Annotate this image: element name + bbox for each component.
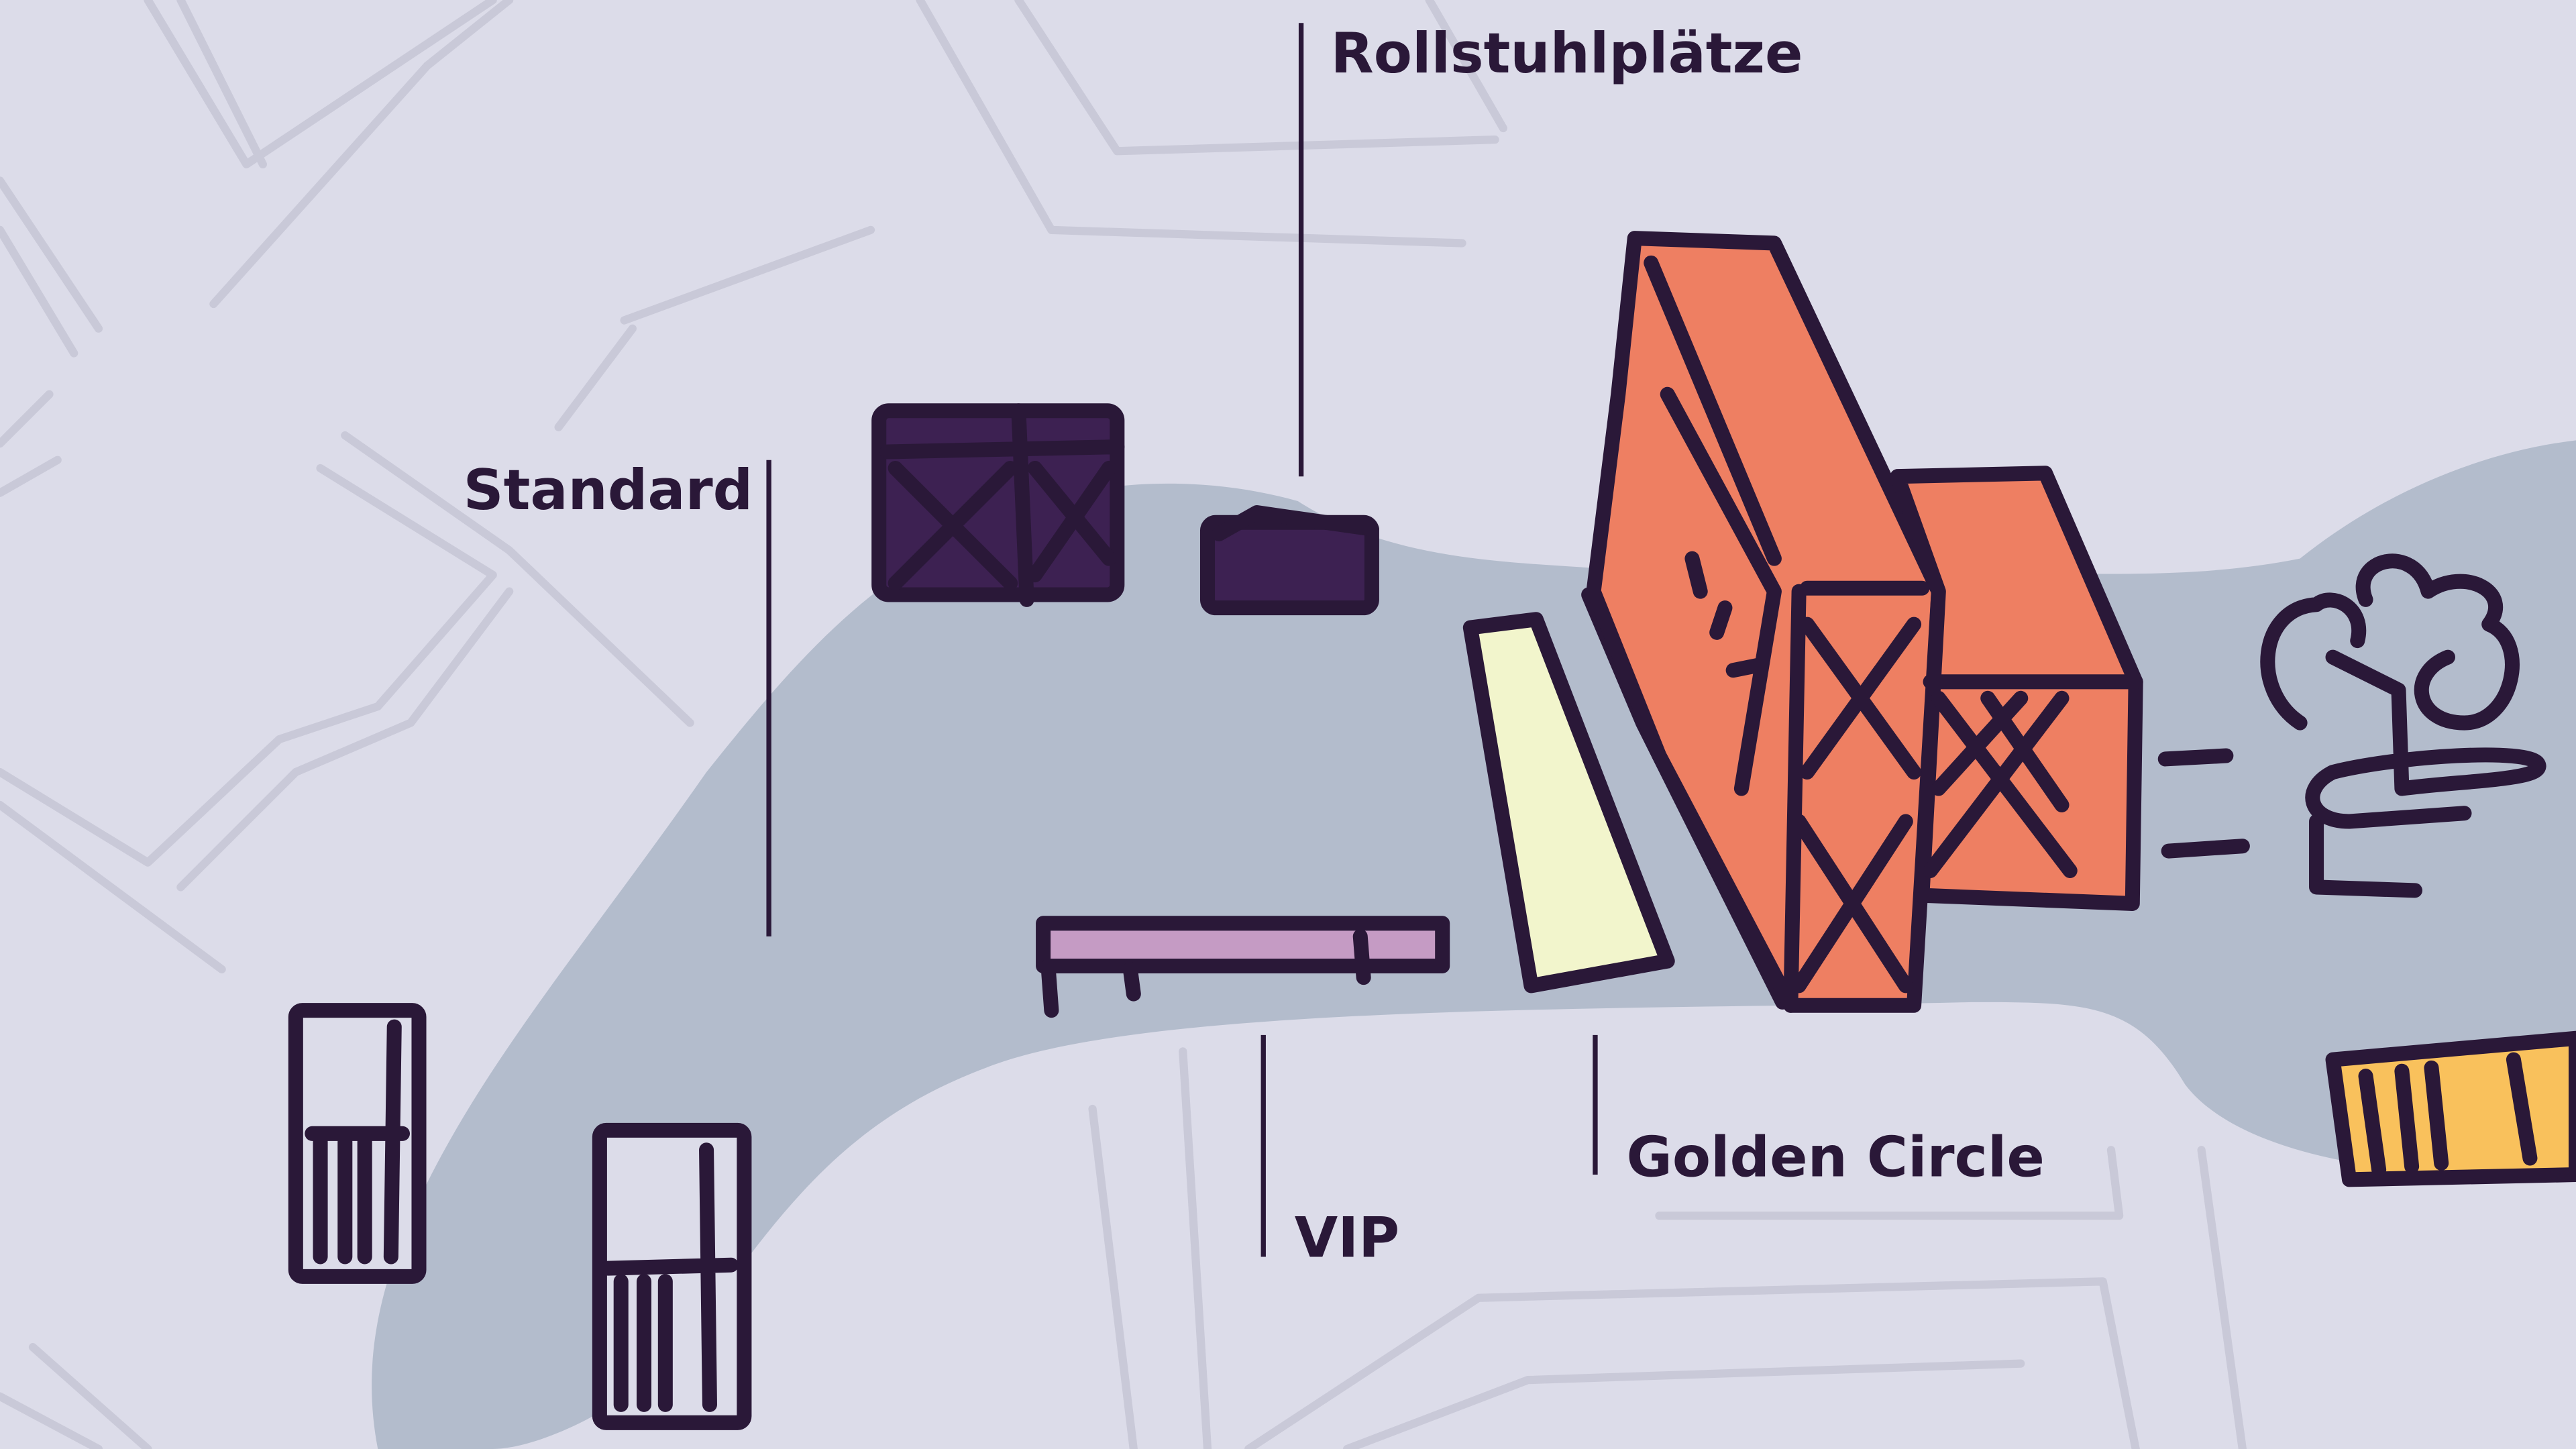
tree-icon bbox=[2260, 553, 2546, 898]
street-lines bbox=[0, 0, 2247, 1449]
side-stand-left bbox=[288, 1003, 427, 1284]
standard-section[interactable] bbox=[871, 403, 1379, 616]
label-wheelchair[interactable]: Rollstuhlplätze bbox=[1331, 21, 1803, 86]
vip-section[interactable] bbox=[1036, 916, 1450, 1018]
golden-circle-section[interactable] bbox=[1462, 612, 1675, 994]
side-stand-right bbox=[2325, 1030, 2576, 1187]
side-stand-bottom bbox=[592, 1122, 752, 1430]
label-standard[interactable]: Standard bbox=[464, 458, 753, 523]
stage bbox=[1586, 231, 2250, 1013]
label-vip[interactable]: VIP bbox=[1295, 1205, 1399, 1270]
label-golden-circle[interactable]: Golden Circle bbox=[1626, 1124, 2044, 1189]
